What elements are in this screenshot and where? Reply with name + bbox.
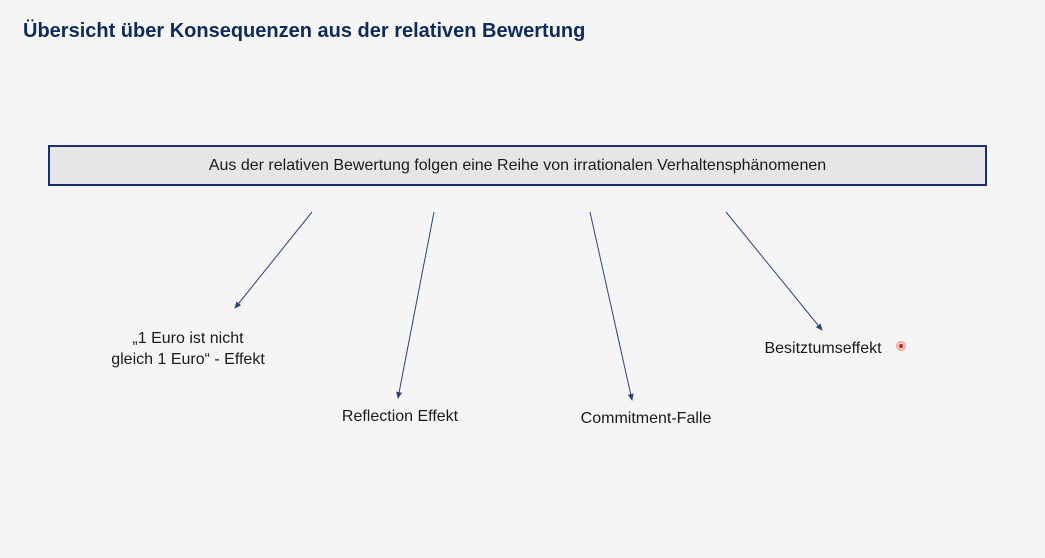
consequence-reflection-effekt-label: Reflection Effekt bbox=[341, 408, 459, 425]
consequence-besitztumseffekt-label: Besitztumseffekt bbox=[764, 340, 882, 357]
slide-title: Übersicht über Konsequenzen aus der rela… bbox=[23, 20, 586, 42]
arrow-to-besitztumseffekt bbox=[725, 211, 823, 331]
consequence-besitztumseffekt: Besitztumseffekt bbox=[752, 338, 894, 359]
consequence-euro-effekt-line-1: „1 Euro ist nicht bbox=[132, 330, 244, 347]
consequence-euro-effekt: „1 Euro ist nicht gleich 1 Euro“ - Effek… bbox=[96, 328, 280, 370]
arrow-to-reflection-effekt bbox=[396, 211, 435, 399]
consequence-reflection-effekt: Reflection Effekt bbox=[320, 406, 480, 427]
consequence-commitment-falle: Commitment-Falle bbox=[560, 408, 732, 429]
consequence-euro-effekt-line-2: gleich 1 Euro“ - Effekt bbox=[111, 351, 265, 368]
summary-banner: Aus der relativen Bewertung folgen eine … bbox=[48, 145, 987, 186]
arrow-to-euro-effekt bbox=[234, 211, 313, 309]
consequence-commitment-falle-label: Commitment-Falle bbox=[580, 410, 712, 427]
banner-text: Aus der relativen Bewertung folgen eine … bbox=[208, 156, 827, 174]
arrow-to-commitment-falle bbox=[589, 211, 634, 401]
laser-pointer-icon bbox=[896, 341, 906, 351]
